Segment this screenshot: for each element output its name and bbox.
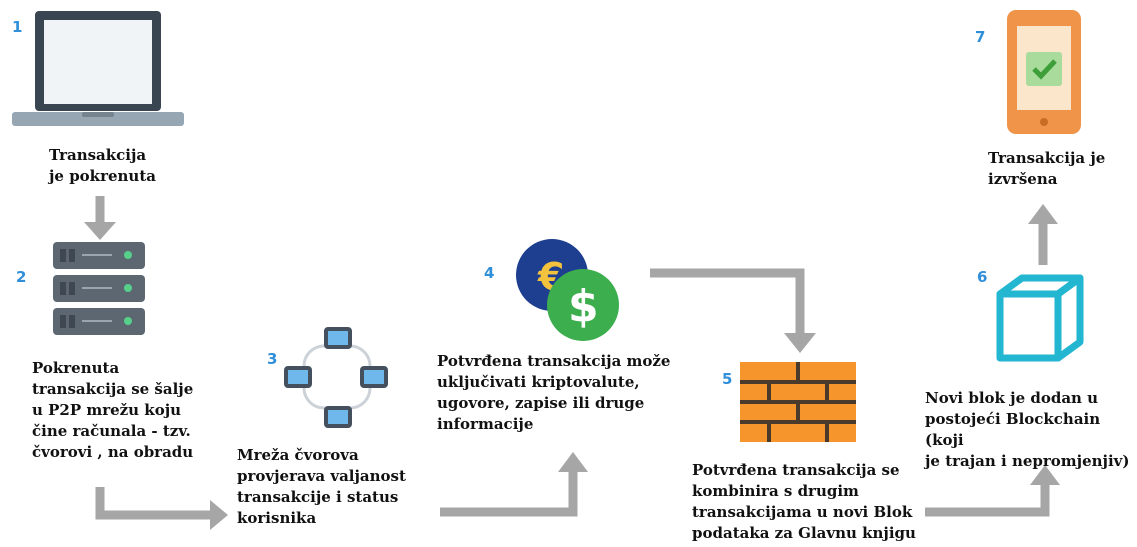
smartphone-check-icon xyxy=(1007,10,1081,134)
step-4-caption: Potvrđena transakcija može uključivati k… xyxy=(437,352,671,433)
step-7-caption: Transakcija je izvršena xyxy=(988,149,1106,188)
arrow-3-to-4 xyxy=(440,470,578,517)
arrowhead-5-to-6 xyxy=(1030,465,1060,485)
arrow-2-to-3 xyxy=(95,487,212,520)
step-1-caption: Transakcija je pokrenuta xyxy=(49,146,156,185)
step-6-number: 6 xyxy=(977,268,988,286)
step-4-number: 4 xyxy=(484,264,495,282)
step-5-number: 5 xyxy=(722,370,733,388)
arrowhead-6-to-7 xyxy=(1028,204,1058,224)
step-6-caption: Novi blok je dodan u postojeći Blockchai… xyxy=(925,389,1130,470)
arrowhead-4-to-5 xyxy=(784,333,816,353)
step-1-number: 1 xyxy=(12,18,23,36)
step-3-caption: Mreža čvorova provjerava valjanost trans… xyxy=(237,446,406,527)
step-2-caption: Pokrenuta transakcija se šalje u P2P mre… xyxy=(32,359,194,461)
step-5-caption: Potvrđena transakcija se kombinira s dru… xyxy=(692,461,916,542)
server-icon xyxy=(53,242,145,335)
arrow-4-to-5 xyxy=(650,268,805,335)
arrowhead-3-to-4 xyxy=(558,452,588,472)
arrow-5-to-6 xyxy=(925,483,1050,517)
step-7-number: 7 xyxy=(975,28,986,46)
step-2-number: 2 xyxy=(16,268,27,286)
brick-wall-icon xyxy=(740,362,856,442)
arrowhead-2-to-3 xyxy=(210,500,228,530)
svg-text:$: $ xyxy=(568,281,599,332)
network-nodes-icon xyxy=(284,327,388,428)
laptop-icon xyxy=(12,11,184,126)
currency-coins-icon: € $ xyxy=(516,239,619,341)
step-3-number: 3 xyxy=(267,350,278,368)
arrowhead-1-to-2 xyxy=(84,222,116,240)
cube-block-icon xyxy=(996,274,1084,362)
